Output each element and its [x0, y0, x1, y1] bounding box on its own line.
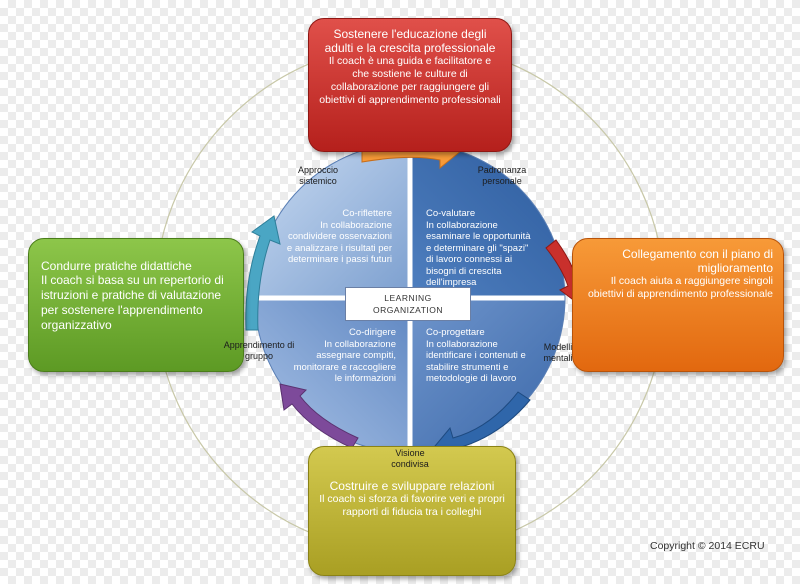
co-dirigere-title: Co-dirigere — [349, 327, 396, 338]
co-dirigere-body: In collaborazione assegnare compiti, mon… — [293, 338, 396, 385]
learning-organization-box: LEARNING ORGANIZATION — [345, 287, 471, 321]
label-visione-condivisa: Visione condivisa — [391, 448, 429, 469]
co-riflettere-title: Co-riflettere — [342, 208, 392, 219]
box-left-body: Il coach si basa su un repertorio di ist… — [41, 273, 224, 332]
arrow-left-top — [245, 215, 281, 331]
quadrant-top-right-text: Co-valutare In collaborazione esaminare … — [426, 208, 538, 289]
co-progettare-body: In collaborazione identificare i contenu… — [426, 338, 526, 385]
quadrant-bottom-left — [255, 298, 410, 453]
arrow-bottom — [429, 391, 531, 459]
box-right-body: Il coach aiuta a raggiungere singoli obi… — [587, 275, 773, 300]
arrow-left-bottom — [279, 383, 359, 449]
label-approccio-sistemico: Approccio sistemico — [297, 165, 339, 186]
copyright-text: Copyright © 2014 ECRU — [650, 540, 765, 552]
box-bottom-title: Costruire e sviluppare relazioni — [329, 479, 495, 493]
quadrant-bottom-right-text: Co-progettare In collaborazione identifi… — [426, 327, 536, 385]
box-top-title: Sostenere l'educazione degli adulti e la… — [324, 27, 496, 55]
box-right-title: Collegamento con il piano di miglioramen… — [622, 247, 773, 275]
quadrant-bottom-right — [410, 298, 565, 453]
box-bottom-body: Il coach si sforza di favorire veri e pr… — [319, 493, 505, 518]
label-modelli-mentali: Modelli mentali — [543, 342, 573, 363]
center-line-2: ORGANIZATION — [372, 305, 444, 315]
box-top: Sostenere l'educazione degli adulti e la… — [308, 18, 512, 152]
main-circle — [254, 142, 566, 454]
box-left: Condurre pratiche didattiche Il coach si… — [28, 238, 244, 372]
label-apprendimento-di-gruppo: Apprendimento di gruppo — [223, 340, 295, 361]
co-riflettere-body: In collaborazione condividere osservazio… — [286, 219, 392, 266]
box-top-body: Il coach è una guida e facilitatore e ch… — [319, 55, 501, 106]
quadrant-top-left — [255, 143, 410, 298]
box-left-title: Condurre pratiche didattiche — [41, 259, 192, 273]
co-valutare-title: Co-valutare — [426, 208, 476, 219]
co-progettare-title: Co-progettare — [426, 327, 485, 338]
center-line-1: LEARNING — [384, 293, 432, 303]
co-valutare-body: In collaborazione esaminare le opportuni… — [426, 219, 531, 289]
quadrant-top-right — [410, 143, 565, 298]
quadrant-top-left-text: Co-riflettere In collaborazione condivid… — [284, 208, 392, 266]
box-right: Collegamento con il piano di miglioramen… — [572, 238, 784, 372]
quadrant-bottom-left-text: Co-dirigere In collaborazione assegnare … — [290, 327, 396, 385]
box-bottom: Costruire e sviluppare relazioni Il coac… — [308, 446, 516, 576]
label-padronanza-personale: Padronanza personale — [477, 165, 527, 186]
